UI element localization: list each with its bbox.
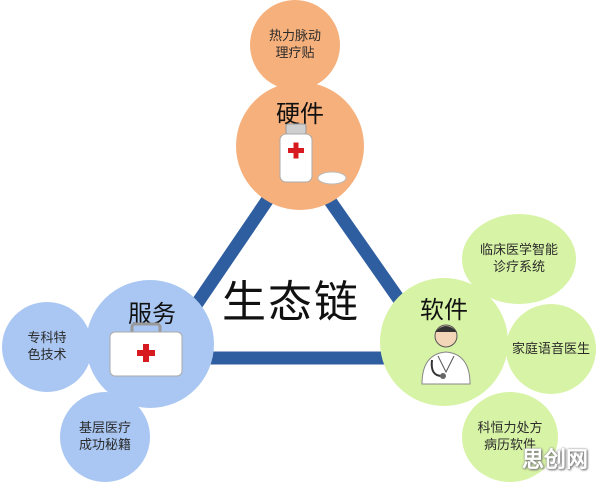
first-aid-kit-icon bbox=[109, 322, 183, 377]
hardware-sub-label-1: 热力脉动 理疗贴 bbox=[268, 29, 321, 61]
center-title: 生态链 bbox=[222, 277, 360, 328]
software-label: 软件 bbox=[420, 296, 468, 324]
software-sub-label-3: 科恒力处方 病历软件 bbox=[477, 421, 543, 453]
software-sub-circle-2: 家庭语音医生 bbox=[506, 304, 596, 394]
software-sub-label-1: 临床医学智能 诊疗系统 bbox=[479, 243, 558, 275]
watermark: 思创网 bbox=[521, 448, 588, 473]
hardware-sub-circle-1: 热力脉动 理疗贴 bbox=[250, 0, 340, 90]
medicine-bottle-icon bbox=[279, 123, 347, 185]
software-sub-label-2: 家庭语音医生 bbox=[511, 341, 590, 357]
doctor-icon bbox=[421, 324, 471, 385]
hardware-label: 硬件 bbox=[276, 100, 324, 128]
service-sub-circle-2: 基层医疗 成功秘籍 bbox=[60, 392, 150, 482]
service-sub-label-1: 专科特 色技术 bbox=[27, 331, 67, 363]
service-sub-circle-1: 专科特 色技术 bbox=[2, 302, 92, 392]
software-sub-circle-3: 科恒力处方 病历软件 bbox=[462, 392, 558, 482]
service-sub-label-2: 基层医疗 成功秘籍 bbox=[78, 421, 131, 453]
